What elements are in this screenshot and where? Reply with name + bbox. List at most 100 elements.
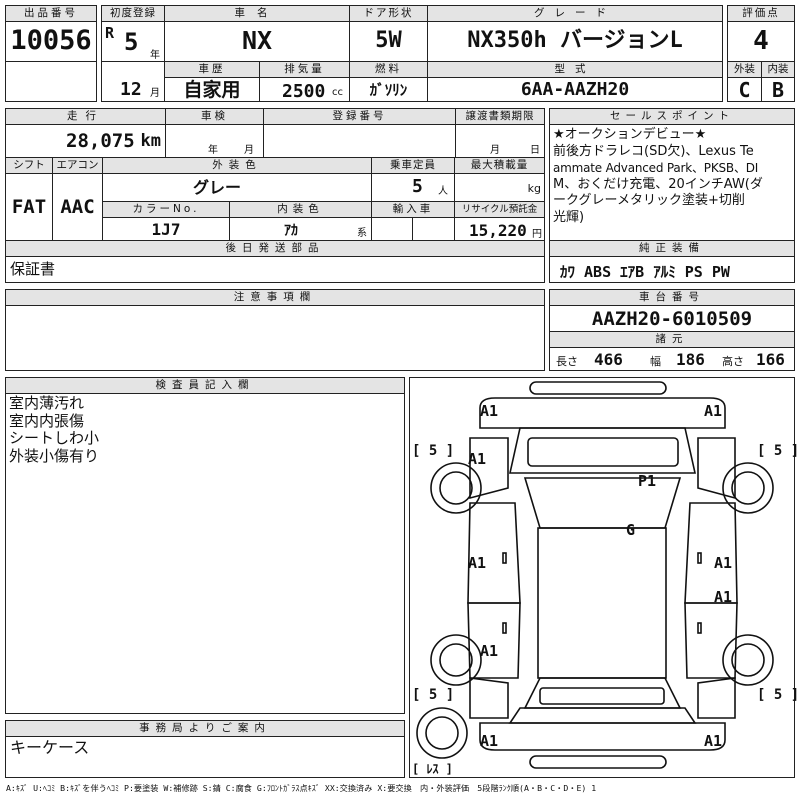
color-no: 1J7 — [151, 220, 181, 239]
rear-left-wheel — [430, 634, 482, 686]
shift-label: シフト — [6, 158, 52, 174]
front-left-wheel-inner — [439, 471, 473, 505]
era: R — [105, 24, 115, 42]
inspector-label: 検査員記入欄 — [6, 378, 404, 394]
inspection-month-unit: 月 — [244, 145, 254, 156]
office-box: 事務局よりご案内 キーケース — [5, 720, 405, 778]
max-load-box: 最大積載量 kg — [454, 157, 545, 202]
left-front-door — [467, 502, 521, 604]
inspection-label: 車検 — [166, 109, 263, 125]
interior-color: ｱｶ — [284, 223, 298, 239]
displacement-unit: cc — [332, 87, 343, 98]
capacity-box: 乗車定員 5 人 — [371, 157, 455, 202]
exterior-grade-label: 外装 — [728, 62, 761, 78]
max-load-label: 最大積載量 — [455, 158, 544, 174]
length-label: 長さ — [556, 355, 578, 368]
recycle-box: リサイクル預託金 15,220 円 — [454, 201, 545, 241]
office-text: キーケース — [10, 738, 90, 757]
transfer-month-unit: 月 — [490, 145, 500, 156]
roof — [537, 527, 667, 679]
tire-tread: [ 5 ] — [757, 687, 799, 703]
damage-mark: G — [626, 521, 635, 539]
exterior-color-label: 外装色 — [103, 158, 371, 174]
damage-mark: A1 — [714, 554, 732, 572]
color-no-label: カラーNo. — [103, 202, 229, 218]
front-right-wheel-inner — [731, 471, 765, 505]
notes-label: 注意事項欄 — [6, 290, 544, 306]
history-box: 車歴 自家用 — [164, 61, 260, 102]
trunk — [508, 707, 697, 724]
equipment-label: 純正装備 — [550, 241, 794, 257]
displacement-label: 排気量 — [260, 62, 349, 78]
rating: 4 — [753, 26, 769, 56]
import-divider — [412, 218, 413, 240]
sales-point-line: M、おくだけ充電、20インチAW(ダ — [553, 176, 763, 192]
height-label: 高さ — [722, 355, 744, 368]
rear-right-wheel-inner — [731, 643, 765, 677]
rating-box: 評価点 4 — [727, 5, 795, 62]
left-rear-handle — [502, 622, 507, 634]
sales-point-line: ammate Advanced Park、PKSB、DI — [553, 161, 759, 175]
recycle-label: リサイクル預託金 — [455, 202, 544, 218]
office-label: 事務局よりご案内 — [6, 721, 404, 737]
first-reg-month-box: 12 月 — [101, 61, 165, 102]
model-box: 型式 6AA-AAZH20 — [427, 61, 723, 102]
sales-point-text: ★オークションデビュー★ 前後方ドラレコ(SD欠)、Lexus Te ammat… — [550, 125, 794, 228]
front-bumper-outline — [529, 381, 667, 395]
first-reg-month: 12 — [120, 79, 142, 100]
grade-box: グレード NX350h バージョンL — [427, 5, 723, 62]
shift: FAT — [11, 196, 47, 218]
sales-point-line: 光輝) — [553, 209, 585, 225]
ac-label: エアコン — [53, 158, 102, 174]
equipment-text: ｶﾜ ABS ｴｱB ｱﾙﾐ PS PW — [560, 263, 730, 281]
right-rear-handle — [697, 622, 702, 634]
inspector-note: シートしわ小 — [9, 429, 100, 447]
exterior-color-box: 外装色 グレー — [102, 157, 372, 202]
damage-mark: A1 — [714, 588, 732, 606]
car-diagram-svg: A1 A1 A1 P1 G A1 A1 A1 A1 A1 A1 [ 5 ] [ … — [412, 381, 799, 776]
width: 186 — [676, 350, 705, 369]
damage-mark: A1 — [480, 402, 498, 420]
tire-tread: [ 5 ] — [757, 443, 799, 459]
chassis-box: 車台番号 AAZH20-6010509 — [549, 289, 795, 332]
damage-mark: P1 — [638, 472, 656, 490]
length: 466 — [594, 350, 623, 369]
front-left-wheel — [430, 462, 482, 514]
lot-number: 10056 — [10, 25, 92, 56]
interior-color-box: 内装色 ｱｶ 系 — [229, 201, 372, 241]
dims-box: 諸元 長さ 466 幅 186 高さ 166 — [549, 331, 795, 371]
damage-mark: A1 — [704, 402, 722, 420]
capacity-label: 乗車定員 — [372, 158, 454, 174]
sales-point-box: セールスポイント ★オークションデビュー★ 前後方ドラレコ(SD欠)、Lexus… — [549, 108, 795, 241]
windshield — [523, 477, 682, 529]
equipment-box: 純正装備 ｶﾜ ABS ｴｱB ｱﾙﾐ PS PW — [549, 240, 795, 283]
inspector-notes: 室内薄汚れ 室内内張傷 シートしわ小 外装小傷有り — [6, 394, 404, 466]
notes-box: 注意事項欄 — [5, 289, 545, 371]
first-registration-label: 初度登録 — [102, 6, 164, 22]
displacement: 2500 — [282, 81, 326, 102]
model-label: 型式 — [428, 62, 722, 78]
damage-mark: A1 — [468, 450, 486, 468]
dims-label: 諸元 — [550, 332, 794, 348]
rear-bumper-outline — [529, 755, 667, 769]
spare-wheel — [416, 707, 468, 759]
grade: NX350h バージョンL — [467, 28, 683, 53]
rating-label: 評価点 — [728, 6, 794, 22]
front-panel — [479, 397, 726, 429]
model-code: 6AA-AAZH20 — [520, 79, 630, 100]
first-reg-year: 5 — [124, 28, 139, 56]
rear-right-fender — [697, 677, 736, 719]
left-rear-door — [467, 602, 521, 679]
history-label: 車歴 — [165, 62, 259, 78]
chassis-number: AAZH20-6010509 — [591, 308, 753, 330]
sales-point-line: 前後方ドラレコ(SD欠)、Lexus Te — [553, 143, 754, 159]
lot-number-spacer — [5, 61, 97, 102]
rear-lamp-bar — [539, 687, 665, 705]
inspector-note: 室内内張傷 — [9, 411, 85, 430]
fuel-label: 燃料 — [350, 62, 427, 78]
first-registration-box: 初度登録 R 5 年 — [101, 5, 165, 62]
transfer-deadline-box: 譲渡書類期限 月 日 — [455, 108, 545, 158]
transfer-deadline-label: 譲渡書類期限 — [456, 109, 544, 125]
import-box: 輸入車 — [371, 201, 455, 241]
ac: AAC — [60, 196, 95, 218]
